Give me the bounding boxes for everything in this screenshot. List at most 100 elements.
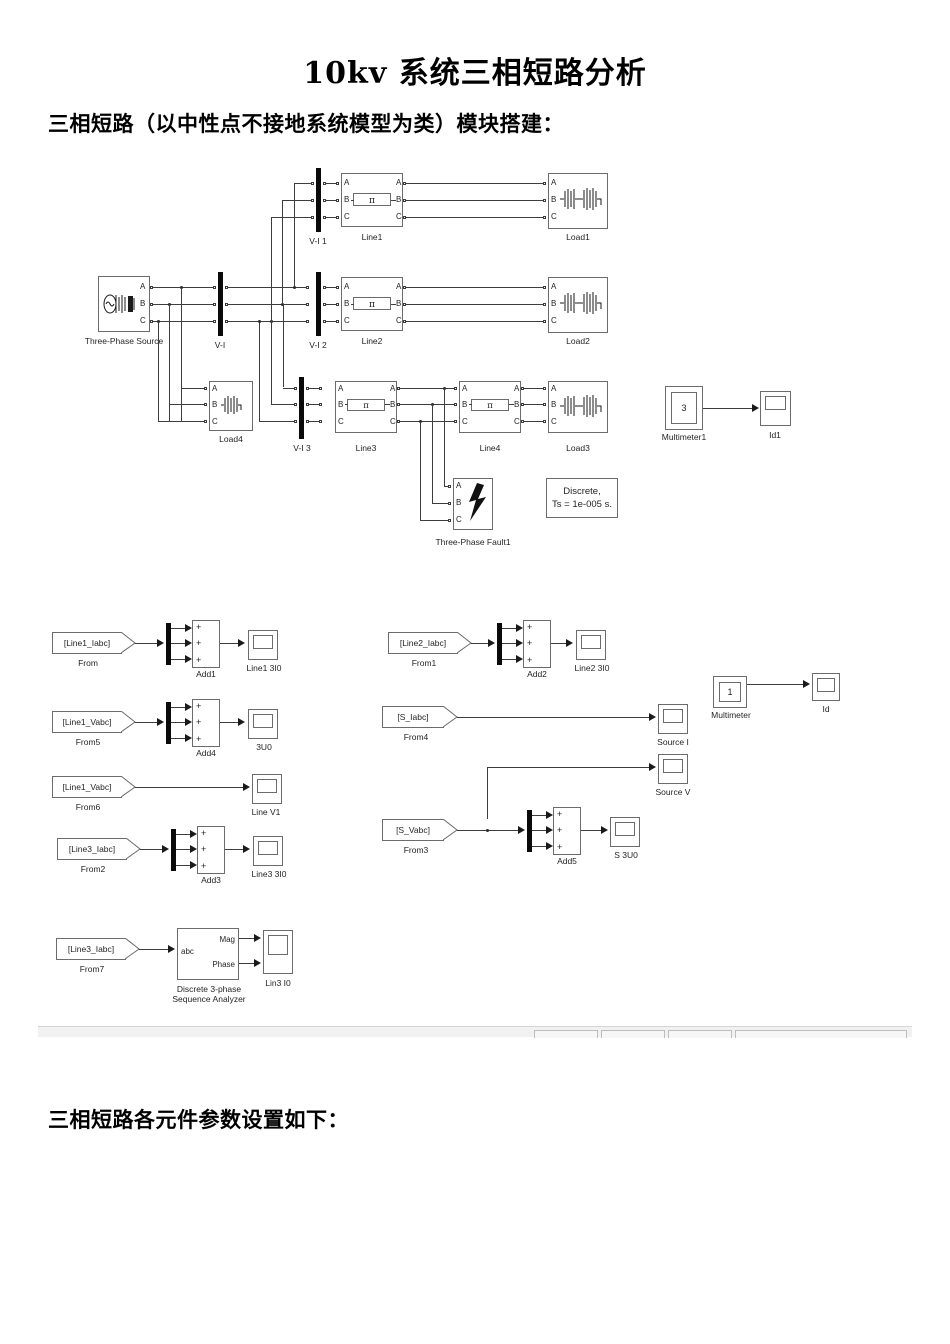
caption-from1: From1	[411, 658, 437, 668]
terminal	[454, 387, 457, 390]
terminal	[403, 182, 406, 185]
terminal	[323, 216, 326, 219]
from-block-line3-iabc-2[interactable]: [Line3_Iabc]	[56, 938, 126, 960]
terminal	[323, 286, 326, 289]
from-block-s-vabc[interactable]: [S_Vabc]	[382, 819, 444, 841]
signal-arrow	[518, 826, 525, 834]
port-label-c: C	[344, 212, 350, 221]
from-block-line2-iabc[interactable]: [Line2_Iabc]	[388, 632, 458, 654]
terminal	[543, 286, 546, 289]
caption-scope-s-3u0: S 3U0	[614, 850, 638, 860]
from-block-line1-vabc[interactable]: [Line1_Vabc]	[52, 711, 122, 733]
terminal	[543, 199, 546, 202]
wire	[259, 321, 260, 421]
caption-scope-line3-3i0: Line3 3I0	[251, 869, 287, 879]
port-label-b: B	[551, 400, 557, 409]
wire	[153, 287, 215, 288]
port-label-b: B	[338, 400, 344, 409]
wire	[171, 628, 187, 629]
block-load3[interactable]	[548, 381, 608, 433]
port-label-b: B	[140, 299, 146, 308]
mux-block[interactable]	[171, 829, 176, 871]
wire	[524, 404, 545, 405]
terminal	[543, 387, 546, 390]
busbar-vi-3[interactable]	[299, 377, 304, 439]
busbar-vi[interactable]	[218, 272, 223, 336]
port-label-a: A	[456, 481, 462, 490]
block-load1[interactable]	[548, 173, 608, 229]
wire	[469, 404, 472, 405]
scope-screen	[615, 822, 635, 836]
terminal	[521, 403, 524, 406]
block-scope-lin3-i0[interactable]	[263, 930, 293, 974]
block-scope-s-3u0[interactable]	[610, 817, 640, 847]
terminal	[225, 320, 228, 323]
terminal	[225, 303, 228, 306]
block-scope-line2-3i0[interactable]	[576, 630, 606, 660]
wire	[309, 388, 321, 389]
solver-annotation: Discrete, Ts = 1e-005 s.	[546, 478, 618, 518]
wire	[487, 767, 488, 819]
from-block-line1-iabc[interactable]: [Line1_Iabc]	[52, 632, 122, 654]
block-scope-line-v1[interactable]	[252, 774, 282, 804]
terminal	[454, 403, 457, 406]
terminal	[213, 303, 216, 306]
block-add1[interactable]: + + +	[192, 620, 220, 668]
wire	[220, 722, 241, 723]
mux-block[interactable]	[497, 623, 502, 665]
block-add3[interactable]: + + +	[197, 826, 225, 874]
scope-screen	[253, 714, 273, 728]
port-label-b: B	[462, 400, 468, 409]
wire	[487, 767, 652, 768]
from-block-line3-iabc[interactable]: [Line3_Iabc]	[57, 838, 127, 860]
port-label-a: A	[344, 178, 350, 187]
busbar-vi-2[interactable]	[316, 272, 321, 336]
wire	[432, 404, 433, 503]
from-block-line1-vabc-2[interactable]: [Line1_Vabc]	[52, 776, 122, 798]
block-scope-3u0[interactable]	[248, 709, 278, 739]
rlc-load-icon	[560, 290, 602, 316]
block-multimeter[interactable]: 1	[713, 676, 747, 708]
block-scope-source-i[interactable]	[658, 704, 688, 734]
block-load2[interactable]	[548, 277, 608, 333]
sum-sign: +	[196, 622, 202, 632]
mux-block[interactable]	[527, 810, 532, 852]
block-scope-line3-3i0[interactable]	[253, 836, 283, 866]
port-label-a: A	[396, 178, 402, 187]
wire	[524, 388, 545, 389]
terminal	[403, 199, 406, 202]
block-scope-source-v[interactable]	[658, 754, 688, 784]
block-add2[interactable]: + + +	[523, 620, 551, 668]
status-bar-segment	[534, 1030, 598, 1038]
block-add5[interactable]: + + +	[553, 807, 581, 855]
wire	[532, 846, 548, 847]
from-tag-label: [Line3_Iabc]	[68, 844, 116, 854]
block-three-phase-source[interactable]	[98, 276, 150, 332]
mux-block[interactable]	[166, 623, 171, 665]
block-multimeter1[interactable]: 3	[665, 386, 703, 430]
wire	[532, 815, 548, 816]
wire	[345, 404, 348, 405]
block-add4[interactable]: + + +	[192, 699, 220, 747]
svg-text:π: π	[369, 196, 375, 206]
block-scope-id1[interactable]	[760, 391, 791, 426]
block-scope-line1-3i0[interactable]	[248, 630, 278, 660]
signal-arrow	[185, 624, 192, 632]
wire	[551, 643, 569, 644]
block-three-phase-fault1[interactable]	[453, 478, 493, 530]
wire	[400, 388, 456, 389]
block-discrete-3phase-sequence-analyzer[interactable]: abc Mag Phase	[177, 928, 239, 980]
mux-block[interactable]	[166, 702, 171, 744]
terminal	[521, 387, 524, 390]
caption-scope-source-v: Source V	[655, 787, 691, 797]
signal-arrow	[157, 718, 164, 726]
from-block-s-iabc[interactable]: [S_Iabc]	[382, 706, 444, 728]
sum-sign: +	[201, 844, 207, 854]
caption-scope-line1-3i0: Line1 3I0	[246, 663, 282, 673]
busbar-vi-1[interactable]	[316, 168, 321, 232]
port-label-b: B	[396, 195, 402, 204]
port-label-a: A	[212, 384, 218, 393]
block-scope-id[interactable]	[812, 673, 840, 701]
signal-arrow	[185, 734, 192, 742]
